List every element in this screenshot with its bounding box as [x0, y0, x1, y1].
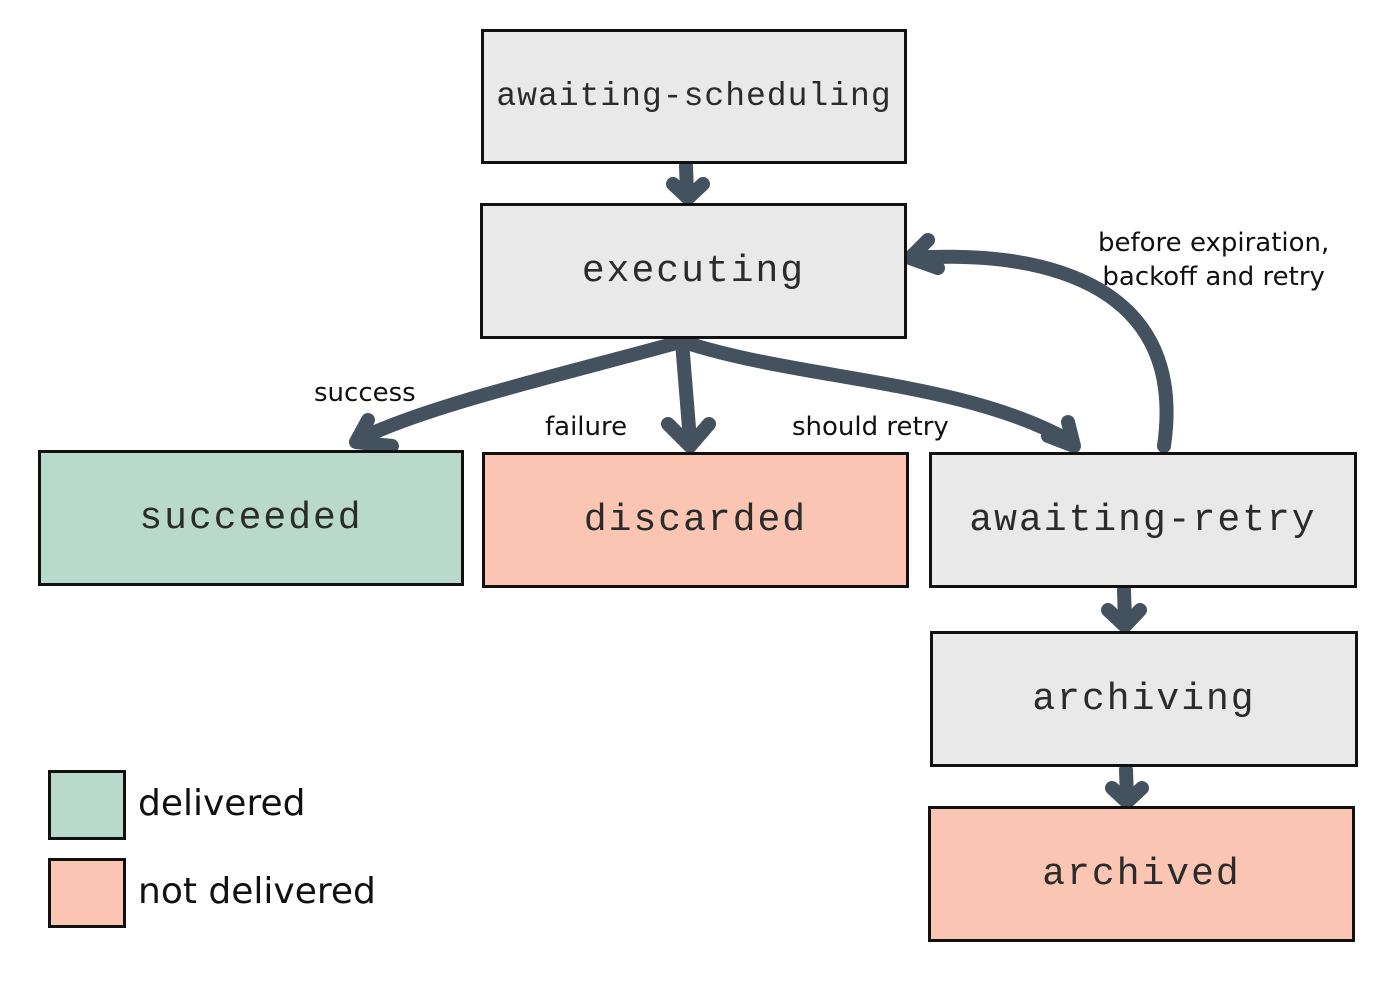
node-label: executing [581, 249, 806, 293]
edge-label-failure: failure [545, 412, 628, 442]
legend-label-not-delivered: not delivered [138, 871, 376, 912]
node-archiving: archiving [930, 631, 1358, 767]
edge-label-retry-loop-line1: before expiration, [1098, 228, 1330, 258]
node-executing: executing [480, 203, 907, 339]
legend-label-delivered: delivered [138, 783, 306, 824]
node-label: archiving [1032, 677, 1256, 721]
arrow-awaiting-retry-to-archiving [1101, 583, 1147, 633]
node-label: succeeded [139, 496, 363, 540]
node-label: awaiting-retry [969, 498, 1317, 542]
node-awaiting-retry: awaiting-retry [929, 452, 1357, 588]
edge-label-should-retry: should retry [792, 412, 949, 442]
node-succeeded: succeeded [38, 450, 464, 586]
edge-label-retry-loop: before expiration, backoff and retry [1098, 226, 1329, 294]
edge-label-retry-loop-line2: backoff and retry [1102, 262, 1325, 292]
legend-swatch-not-delivered [48, 858, 126, 928]
node-discarded: discarded [482, 452, 909, 588]
node-label: awaiting-scheduling [496, 78, 892, 115]
legend-swatch-delivered [48, 770, 126, 840]
arrow-awaiting-scheduling-to-executing [666, 159, 710, 205]
node-archived: archived [928, 806, 1355, 942]
edge-label-success: success [314, 378, 416, 408]
arrow-executing-to-discarded [661, 335, 716, 453]
node-awaiting-scheduling: awaiting-scheduling [481, 29, 907, 164]
arrow-archiving-to-archived [1105, 763, 1149, 809]
node-label: archived [1042, 852, 1241, 896]
node-label: discarded [583, 498, 808, 542]
